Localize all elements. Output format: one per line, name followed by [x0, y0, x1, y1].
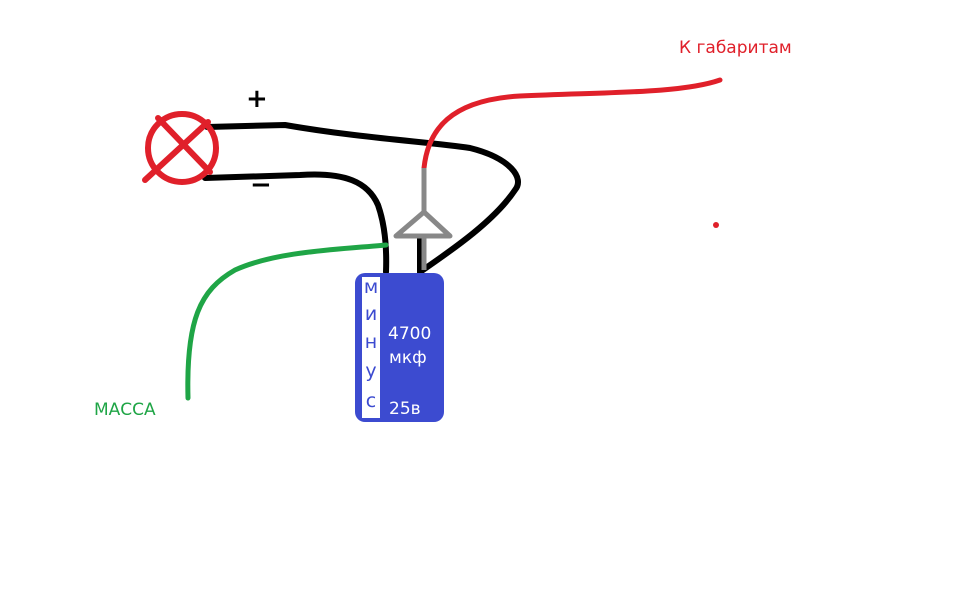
capacitance-unit: мкф [389, 348, 427, 368]
lamp-icon [142, 111, 219, 185]
wire-plus-black [204, 122, 521, 275]
capacitor [355, 273, 444, 422]
stripe-letter-3: н [364, 331, 378, 353]
diode-icon [393, 168, 453, 270]
wire-red-marker-lights [421, 77, 723, 171]
wire-green-ground [185, 242, 389, 401]
stripe-letter-2: и [364, 303, 378, 325]
minus-sign: − [250, 170, 272, 200]
wire-minus-black [202, 171, 390, 275]
stripe-letter-4: у [365, 360, 377, 382]
red-dot [713, 222, 719, 228]
marker-lights-label: К габаритам [679, 38, 792, 58]
plus-sign: + [246, 84, 268, 114]
stripe-letter-5: с [365, 390, 377, 412]
capacitance-value: 4700 [388, 324, 432, 344]
ground-label: МАССА [94, 400, 156, 420]
stripe-letter-1: м [363, 276, 379, 298]
voltage-rating: 25в [389, 399, 421, 419]
